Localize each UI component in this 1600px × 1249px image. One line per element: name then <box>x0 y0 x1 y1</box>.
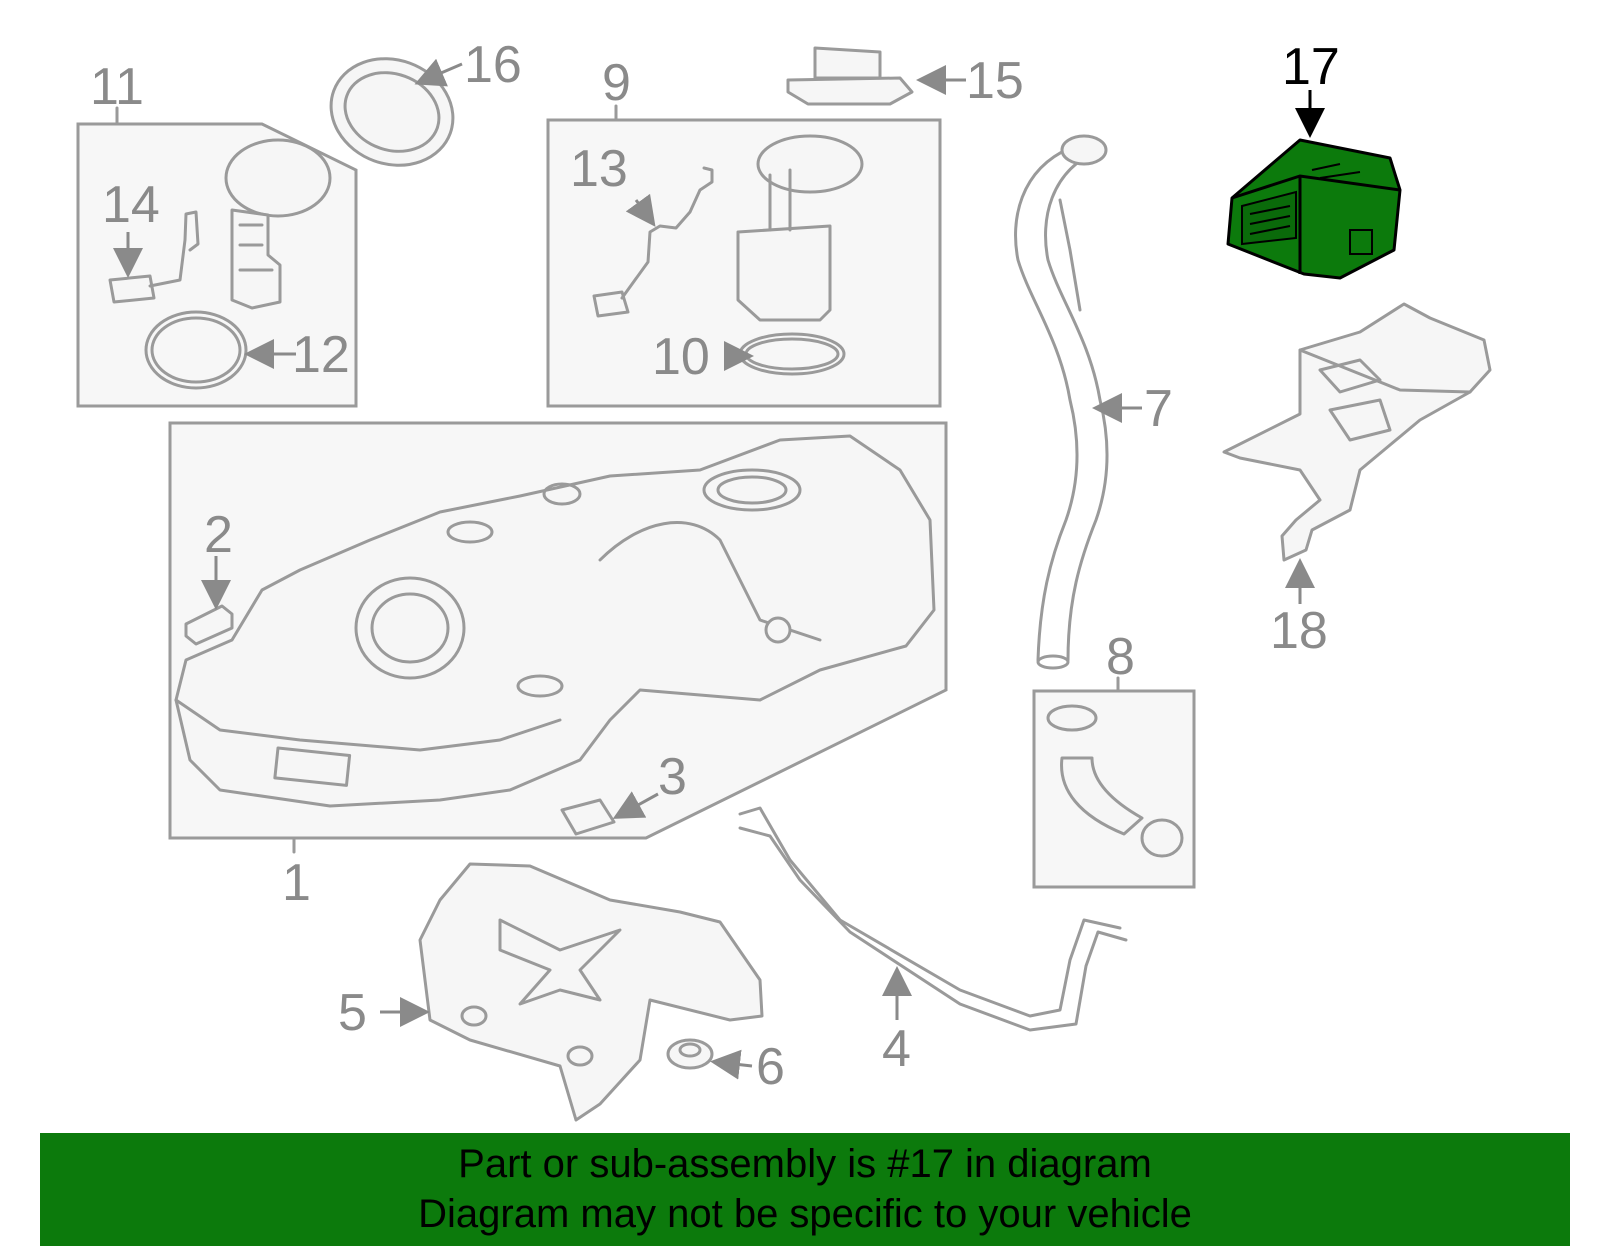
banner-line-2: Diagram may not be specific to your vehi… <box>418 1192 1192 1236</box>
callout-2[interactable]: 2 <box>204 506 233 564</box>
group-1-frame <box>168 421 948 854</box>
callout-8[interactable]: 8 <box>1106 628 1135 686</box>
callout-6[interactable]: 6 <box>756 1038 785 1096</box>
part-4-strap <box>738 806 1128 1032</box>
part-18-bracket <box>1222 302 1492 562</box>
callout-15[interactable]: 15 <box>966 52 1024 110</box>
callout-11[interactable]: 11 <box>90 58 144 116</box>
part-7-filler-pipe <box>1014 134 1109 670</box>
part-15-ring <box>786 46 914 106</box>
callout-labels: 1 2 3 4 5 6 7 8 9 10 11 12 13 14 15 16 1… <box>90 36 1340 1096</box>
callout-4[interactable]: 4 <box>882 1020 911 1078</box>
part-17-control-module[interactable] <box>1226 138 1402 280</box>
callout-1[interactable]: 1 <box>282 854 311 912</box>
callout-18[interactable]: 18 <box>1270 602 1328 660</box>
callout-17[interactable]: 17 <box>1282 38 1340 96</box>
callout-5[interactable]: 5 <box>338 984 367 1042</box>
banner-line-1: Part or sub-assembly is #17 in diagram <box>458 1142 1152 1186</box>
group-8-frame <box>1032 676 1196 889</box>
callout-13[interactable]: 13 <box>570 140 628 198</box>
part-6-grommet <box>666 1038 714 1070</box>
callout-3[interactable]: 3 <box>658 748 687 806</box>
part-5-heat-shield <box>418 862 764 1122</box>
callout-7[interactable]: 7 <box>1144 380 1173 438</box>
callout-16[interactable]: 16 <box>464 36 522 94</box>
leader-lines <box>113 58 1325 1080</box>
callout-14[interactable]: 14 <box>102 176 160 234</box>
group-11-frame <box>76 106 358 408</box>
info-banner: Part or sub-assembly is #17 in diagram D… <box>40 1133 1570 1246</box>
callout-9[interactable]: 9 <box>602 54 631 112</box>
callout-12[interactable]: 12 <box>292 326 350 384</box>
callout-10[interactable]: 10 <box>652 328 710 386</box>
